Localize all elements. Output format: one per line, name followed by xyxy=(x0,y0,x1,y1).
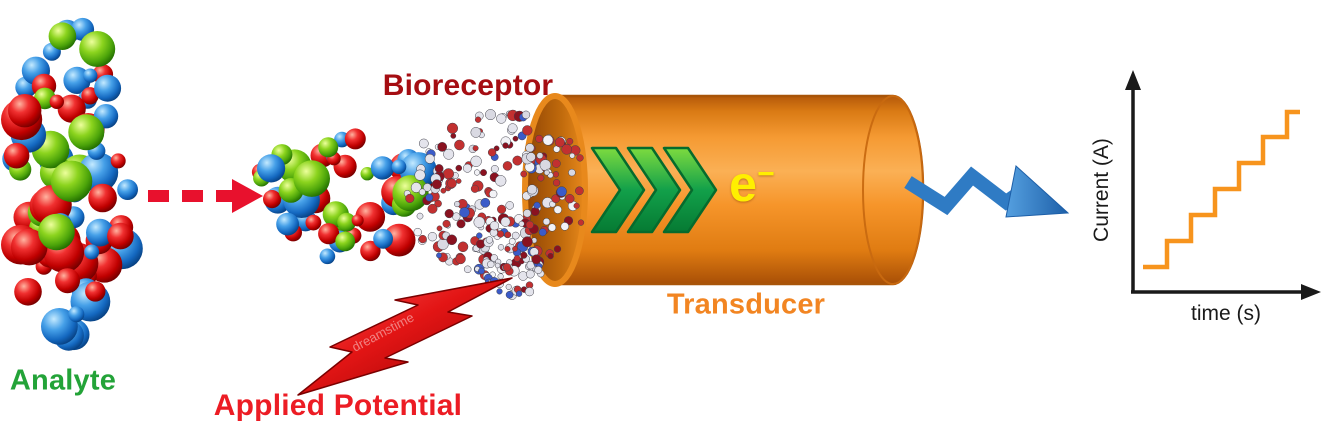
transducer-cylinder xyxy=(522,93,925,287)
dashed-arrow-icon xyxy=(148,179,263,213)
staircase-line xyxy=(1143,109,1300,270)
transducer-label: Transducer xyxy=(666,288,826,321)
y-axis-label: Current (A) xyxy=(1090,138,1113,242)
electron-flow-chevrons-icon xyxy=(590,146,718,234)
y-axis-arrowhead xyxy=(1125,70,1141,90)
applied-potential-bolt-icon: dreamstime xyxy=(297,277,513,396)
bioreceptor-label: Bioreceptor xyxy=(382,69,554,102)
signal-arrow-icon xyxy=(904,165,1070,218)
applied-potential-label: Applied Potential xyxy=(213,389,463,422)
inset-chart: Current (A) time (s) xyxy=(1090,70,1321,325)
analyte-label: Analyte xyxy=(9,364,117,397)
electron-label: e− xyxy=(729,155,775,213)
x-axis-arrowhead xyxy=(1301,284,1321,300)
x-axis-label: time (s) xyxy=(1191,302,1261,325)
captured-analyte-cluster xyxy=(251,128,437,265)
analyte-cluster xyxy=(1,17,143,351)
electron-charge: − xyxy=(757,157,775,191)
electron-symbol: e xyxy=(729,156,758,212)
